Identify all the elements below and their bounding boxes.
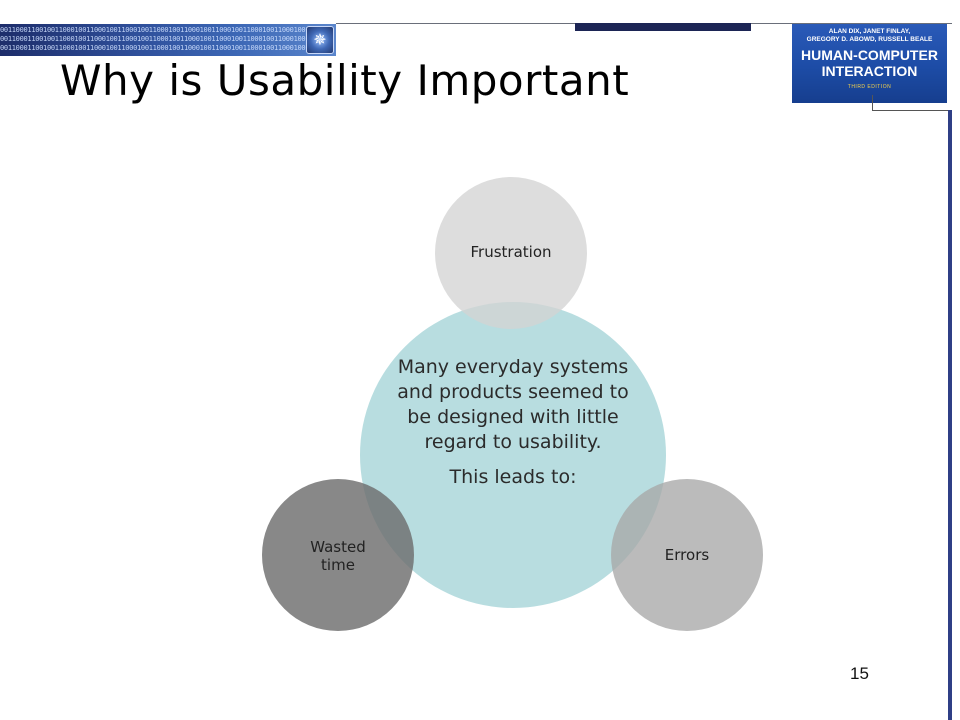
center-text: Many everyday systems and products seeme…: [384, 355, 642, 490]
header-accent-bar: [575, 23, 751, 31]
node-wasted-time: [262, 479, 414, 631]
node-frustration: [435, 177, 587, 329]
rule-join: [872, 110, 952, 111]
node-label-errors: Errors: [664, 546, 710, 564]
page-number: 15: [850, 664, 869, 683]
seal-icon: ✵: [306, 26, 334, 54]
cover-title-line1: HUMAN-COMPUTER: [801, 47, 938, 63]
right-edge-rule: [948, 110, 952, 720]
center-circle: [360, 302, 666, 608]
cover-authors-line2: GREGORY D. ABOWD, RUSSELL BEALE: [806, 36, 933, 43]
node-label-frustration: Frustration: [470, 243, 552, 261]
header-banner: 0011000110010011000100110001001100010011…: [0, 24, 336, 56]
node-label-wasted-time: Wasted time: [310, 538, 366, 574]
center-followup: This leads to:: [449, 466, 577, 488]
node-errors: [611, 479, 763, 631]
center-statement: Many everyday systems and products seeme…: [397, 356, 629, 453]
slide-title: Why is Usability Important: [60, 56, 630, 105]
book-cover: ALAN DIX, JANET FINLAY, GREGORY D. ABOWD…: [792, 24, 947, 103]
cover-title-line2: INTERACTION: [821, 63, 918, 79]
cover-authors-line1: ALAN DIX, JANET FINLAY,: [828, 28, 911, 35]
binary-text-row: 0011000110010011000100110001001100010011…: [0, 26, 314, 34]
binary-text-row: 0011000110010011000100110001001100010011…: [0, 35, 314, 43]
binary-text-row: 0011000110010011000100110001001100010011…: [0, 44, 314, 52]
rule-tick: [872, 95, 873, 111]
cover-edition: THIRD EDITION: [847, 84, 892, 90]
